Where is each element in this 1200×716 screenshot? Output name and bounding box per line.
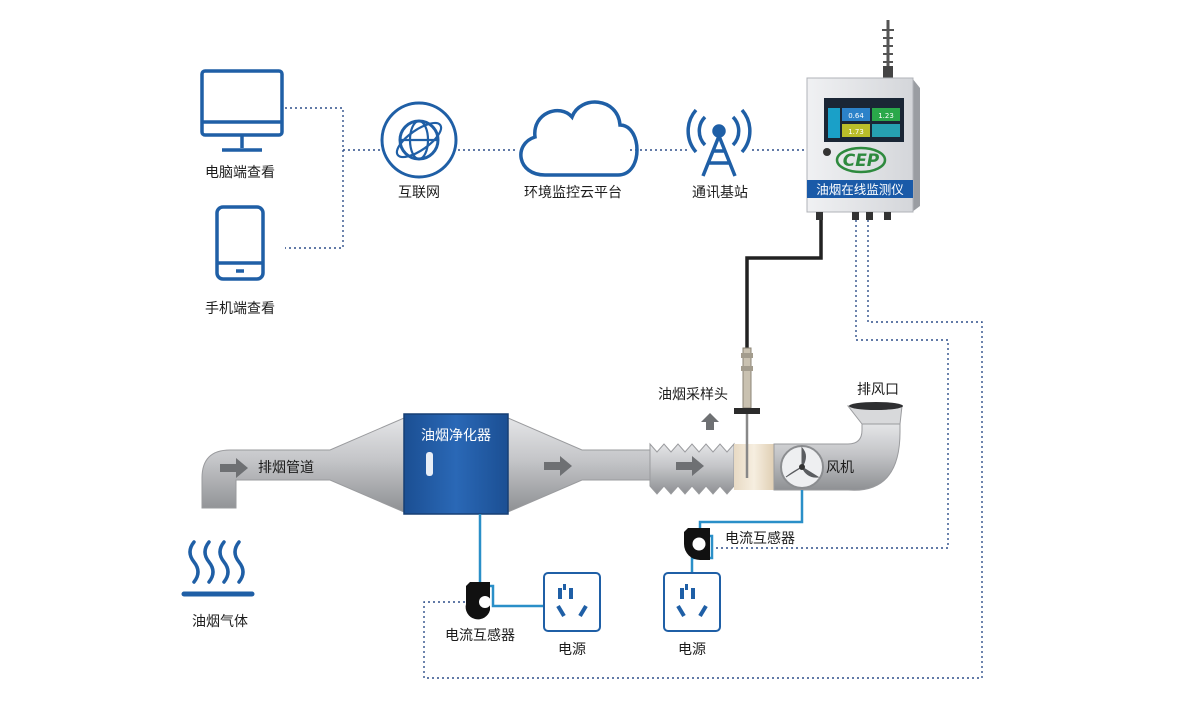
- fan-power-label: 电源: [678, 642, 706, 658]
- flow-arrow-icon: [544, 456, 572, 476]
- fan-ct-signal-line: [423, 220, 983, 679]
- signal-tower-icon: [686, 108, 752, 177]
- purifier-power-socket-icon: [543, 572, 601, 632]
- flow-arrows: [220, 413, 719, 478]
- fan-icon: [780, 445, 824, 489]
- cloud-icon: [519, 100, 639, 177]
- monitor-name-label: 油烟在线监测仪: [816, 182, 904, 197]
- mobile-phone-icon: [215, 205, 265, 281]
- fan-current-transformer-icon: [684, 528, 710, 560]
- fan-power-socket-icon: [663, 572, 721, 632]
- sampling-cable: [745, 220, 823, 348]
- fan-ct-label: 电流互感器: [725, 530, 795, 547]
- network-links: [285, 107, 983, 679]
- sampling-head-probe: [734, 347, 760, 478]
- sampling-head-label: 油烟采样头: [658, 387, 728, 403]
- exhaust-outlet-label: 排风口: [857, 382, 899, 398]
- power-cables: [478, 490, 804, 608]
- oil-fume-gas-icon: [181, 540, 255, 597]
- pc-view-label: 电脑端查看: [205, 165, 275, 181]
- exhaust-duct-label: 排烟管道: [258, 460, 314, 476]
- mobile-view-label: 手机端查看: [205, 301, 275, 317]
- purifier-label: 油烟净化器: [421, 428, 491, 444]
- purifier-current-transformer-icon: [465, 582, 491, 620]
- pc-link: [285, 107, 344, 249]
- computer-icon: [200, 69, 284, 152]
- base-station-label: 通讯基站: [692, 184, 748, 201]
- monitor-brand: CEP: [843, 151, 880, 171]
- purifier-ct-label: 电流互感器: [445, 627, 515, 644]
- oil-fume-purifier: 油烟净化器: [403, 413, 509, 515]
- screen-value-2: 1.23: [878, 112, 894, 120]
- oil-fume-gas-label: 油烟气体: [192, 614, 248, 630]
- globe-icon: [380, 101, 458, 179]
- purifier-power-label: 电源: [558, 642, 586, 658]
- purifier-power-cable: [478, 514, 546, 608]
- screen-value-1: 0.64: [848, 112, 864, 120]
- flow-arrow-icon: [220, 458, 248, 478]
- oil-fume-monitor-device: 0.64 1.23 1.73 CEP 油烟在线监测仪: [806, 20, 920, 220]
- flow-arrow-icon: [676, 456, 704, 476]
- screen-value-3: 1.73: [848, 128, 864, 136]
- flow-up-arrow-icon: [701, 413, 719, 430]
- purifier-ct-signal-line: [714, 220, 949, 549]
- cep-logo-icon: [835, 146, 887, 174]
- fan-label: 风机: [826, 460, 854, 476]
- cloud-platform-label: 环境监控云平台: [524, 185, 622, 201]
- power-knob-icon: [823, 148, 831, 156]
- internet-label: 互联网: [398, 185, 440, 201]
